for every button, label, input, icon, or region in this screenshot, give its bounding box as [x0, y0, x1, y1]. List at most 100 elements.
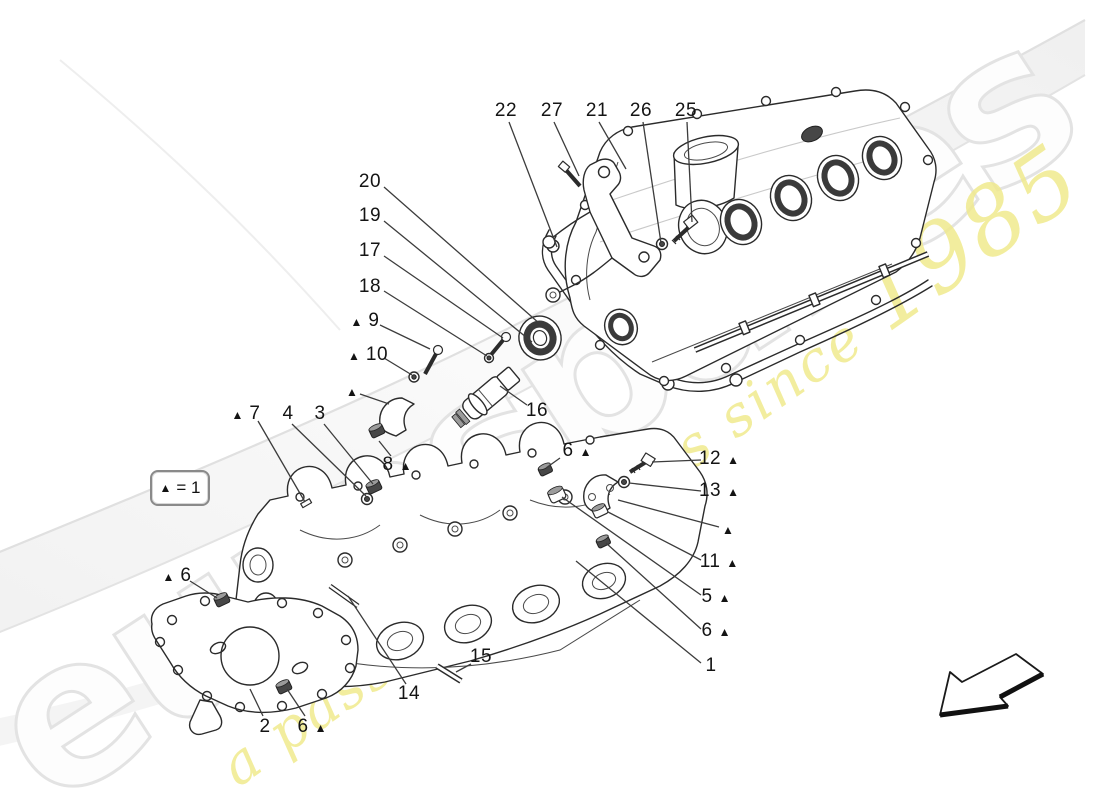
callout-3: 3 [314, 403, 325, 425]
head-ports [375, 562, 627, 661]
callout-1: 1 [705, 655, 716, 677]
callout-number: 6 [297, 716, 309, 737]
quantity-triangle-icon: ▲ [718, 591, 731, 605]
callout-4: 4 [282, 403, 293, 425]
callout-number: 17 [358, 240, 382, 261]
leader-line-7 [257, 420, 306, 503]
head-gasket-holes [154, 595, 356, 713]
head-gasket [150, 592, 359, 736]
callout-10: ▲ 10 [348, 344, 388, 366]
quantity-triangle-icon: ▲ [347, 349, 360, 363]
quantity-triangle-icon: ▲ [727, 453, 740, 467]
stud-9 [423, 344, 444, 375]
mounting-bracket [542, 158, 662, 303]
bolt-25 [671, 214, 699, 245]
callout-number: 3 [314, 403, 326, 424]
leader-line-8 [378, 440, 392, 457]
leader-line-20 [383, 186, 541, 325]
leader-line-6 [286, 688, 306, 717]
callout-14: 14 [398, 683, 420, 705]
leader-line-1 [575, 560, 702, 664]
leader-line-15 [455, 663, 472, 673]
bushing-8 [368, 423, 386, 439]
legend-value: = 1 [176, 478, 201, 497]
bushing-11 [591, 503, 609, 519]
leader-line-17 [383, 255, 504, 339]
callout-number: 16 [525, 400, 549, 421]
head-bolt-holes [295, 435, 595, 502]
callout-7: ▲7 [232, 403, 261, 425]
callout-19: 19 [359, 205, 381, 227]
callout-number: 25 [674, 100, 698, 121]
quantity-triangle-icon: ▲ [314, 721, 327, 735]
callout-number: 13 [698, 480, 722, 501]
callout-triangle: ▲ [722, 523, 734, 537]
leader-line-21 [598, 121, 627, 170]
leader-line-triangle [359, 393, 390, 405]
callout-number: 6 [562, 440, 574, 461]
leader-line-26 [642, 121, 662, 244]
leader-line-2 [249, 688, 264, 717]
callout-number: 1 [705, 655, 717, 676]
callout-13: 13▲ [699, 480, 739, 502]
legend-box: ▲ = 1 [150, 470, 210, 506]
leader-line-6 [545, 457, 561, 469]
valve-guide-bosses [337, 489, 573, 568]
callout-12: 12 ▲ [699, 448, 739, 470]
callout-number: 10 [365, 344, 389, 365]
leader-line-3 [323, 423, 374, 485]
callout-21: 21 [586, 100, 608, 122]
leader-line-16 [499, 385, 528, 406]
washer-13 [617, 475, 631, 489]
callout-6: ▲6 [163, 565, 192, 587]
quantity-triangle-icon: ▲ [399, 459, 412, 473]
quantity-triangle-icon: ▲ [722, 523, 734, 537]
leader-line-19 [383, 220, 533, 343]
callout-15: 15 [470, 646, 492, 668]
seal-ring-19-20 [518, 315, 562, 361]
callout-number: 11 [699, 551, 721, 572]
callout-number: 26 [629, 100, 653, 121]
plug-6-right [595, 534, 611, 549]
callout-number: 12 [698, 448, 722, 469]
cover-rail [693, 251, 930, 353]
callout-6: 6▲ [702, 620, 731, 642]
callout-9: ▲9 [351, 310, 380, 332]
washer-4 [360, 492, 374, 506]
cam-cap-right [583, 474, 619, 515]
callout-number: 19 [358, 205, 382, 226]
callout-2: 2 [259, 716, 270, 738]
plug-6-left [213, 592, 231, 608]
callout-6: 6▲ [298, 716, 327, 738]
callout-17: 17 [359, 240, 381, 262]
cap-5 [547, 485, 567, 504]
callout-number: 2 [259, 716, 271, 737]
callout-number: 22 [494, 100, 518, 121]
callout-triangle: ▲ [346, 385, 358, 399]
callout-20: 20 [359, 171, 381, 193]
callout-number: 7 [249, 403, 261, 424]
callout-18: 18 [359, 276, 381, 298]
quantity-triangle-icon: ▲ [346, 385, 358, 399]
stud-14 [328, 583, 360, 609]
cam-cap-left [379, 397, 415, 437]
leader-line-18 [383, 290, 488, 357]
cover-bolt-bosses [570, 86, 934, 387]
callout-25: 25 [675, 100, 697, 122]
leader-line-25 [686, 121, 693, 223]
quantity-triangle-icon: ▲ [162, 570, 175, 584]
quantity-triangle-icon: ▲ [350, 315, 363, 329]
callout-27: 27 [541, 100, 563, 122]
leader-line-5 [561, 496, 702, 596]
washer-26 [655, 237, 669, 251]
callout-number: 21 [585, 100, 609, 121]
pin-15 [435, 663, 463, 684]
leader-line-6 [605, 542, 702, 630]
quantity-triangle-icon: ▲ [726, 556, 739, 570]
cover-seal-rings [603, 135, 903, 346]
callout-number: 5 [701, 586, 713, 607]
callout-6: 6▲ [563, 440, 592, 462]
quantity-triangle-icon: ▲ [718, 625, 731, 639]
